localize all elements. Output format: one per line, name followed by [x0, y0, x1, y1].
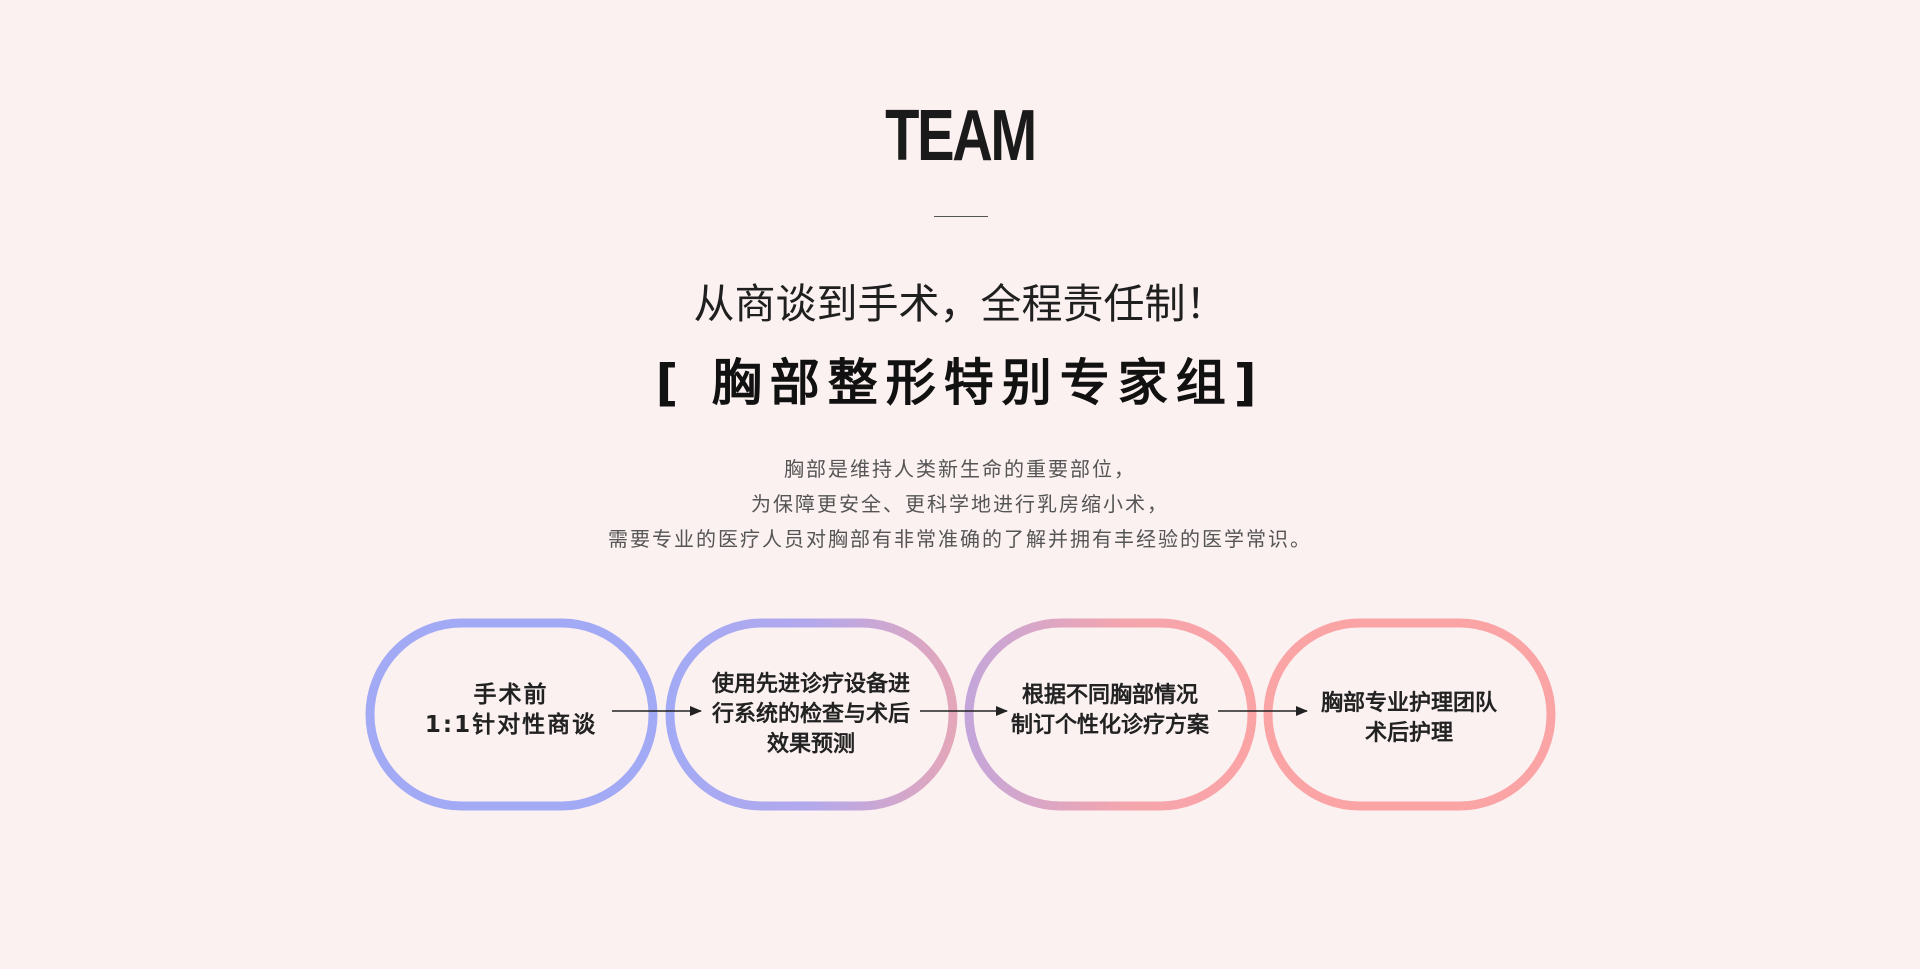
step-3-text: 根据不同胸部情况 制订个性化诊疗方案: [990, 681, 1230, 741]
description-line: 胸部是维持人类新生命的重要部位，: [784, 457, 1136, 481]
step-3-outline: [964, 618, 1257, 811]
page-title: TEAM: [885, 96, 1037, 176]
step-1-outline: [365, 618, 658, 811]
step-2-line3: 效果预测: [766, 732, 855, 757]
step-2-line1: 使用先进诊疗设备进: [711, 672, 910, 697]
step-4-text: 胸部专业护理团队 术后护理: [1289, 689, 1529, 749]
step-2-text: 使用先进诊疗设备进 行系统的检查与术后 效果预测: [691, 670, 931, 760]
step-1-text: 手术前 1:1针对性商谈: [391, 680, 631, 740]
step-3-line1: 根据不同胸部情况: [1021, 683, 1198, 708]
step-3-line2: 制订个性化诊疗方案: [1010, 713, 1209, 738]
title-divider: [934, 216, 988, 217]
step-1-line1: 手术前: [473, 682, 549, 708]
group-title: [ 胸部整形特别专家组]: [655, 354, 1265, 412]
step-4-line2: 术后护理: [1364, 721, 1453, 746]
description-line: 需要专业的医疗人员对胸部有非常准确的了解并拥有丰经验的医学常识。: [608, 527, 1312, 551]
step-4-line1: 胸部专业护理团队: [1320, 691, 1497, 716]
slogan: 从商谈到手术，全程责任制！: [693, 280, 1227, 328]
step-4-outline: [1263, 618, 1556, 811]
step-1-line2: 1:1针对性商谈: [424, 712, 598, 738]
step-2-line2: 行系统的检查与术后: [711, 702, 910, 727]
step-2-outline: [665, 618, 958, 811]
description: 胸部是维持人类新生命的重要部位， 为保障更安全、更科学地进行乳房缩小术， 需要专…: [0, 452, 1920, 557]
description-line: 为保障更安全、更科学地进行乳房缩小术，: [751, 492, 1169, 516]
